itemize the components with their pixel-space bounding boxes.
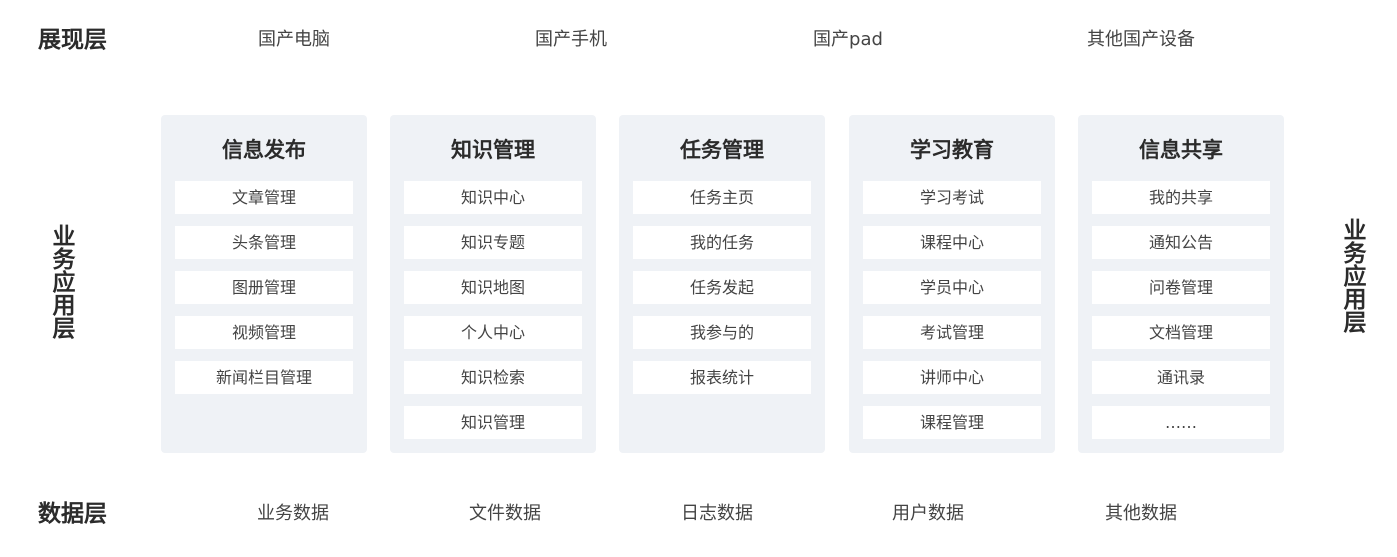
module-item[interactable]: 我的共享 [1092, 181, 1270, 214]
business-layer-label-left: 业务应用层 [52, 224, 76, 342]
module-item[interactable]: 知识管理 [404, 406, 582, 439]
module-info-sharing: 信息共享 我的共享 通知公告 问卷管理 文档管理 通讯录 …… [1078, 115, 1284, 453]
module-task-management: 任务管理 任务主页 我的任务 任务发起 我参与的 报表统计 [619, 115, 825, 453]
module-learning-education: 学习教育 学习考试 课程中心 学员中心 考试管理 讲师中心 课程管理 [849, 115, 1055, 453]
module-item[interactable]: 讲师中心 [863, 361, 1041, 394]
module-item[interactable]: 头条管理 [175, 226, 353, 259]
data-log: 日志数据 [681, 503, 753, 524]
module-item[interactable]: 我参与的 [633, 316, 811, 349]
module-title: 信息共享 [1139, 138, 1223, 162]
module-info-publish: 信息发布 文章管理 头条管理 图册管理 视频管理 新闻栏目管理 [161, 115, 367, 453]
device-domestic-phone: 国产手机 [535, 29, 607, 50]
module-item[interactable]: 问卷管理 [1092, 271, 1270, 304]
module-title: 任务管理 [680, 138, 764, 162]
data-file: 文件数据 [469, 503, 541, 524]
module-item[interactable]: 考试管理 [863, 316, 1041, 349]
module-item[interactable]: 知识地图 [404, 271, 582, 304]
module-item[interactable]: 新闻栏目管理 [175, 361, 353, 394]
device-domestic-pad: 国产pad [813, 29, 883, 50]
presentation-layer-label: 展现层 [38, 27, 107, 53]
module-item[interactable]: 任务主页 [633, 181, 811, 214]
module-item[interactable]: 报表统计 [633, 361, 811, 394]
module-item[interactable]: 学员中心 [863, 271, 1041, 304]
module-item[interactable]: 图册管理 [175, 271, 353, 304]
module-title: 知识管理 [451, 138, 535, 162]
module-item[interactable]: 个人中心 [404, 316, 582, 349]
module-item[interactable]: 知识专题 [404, 226, 582, 259]
module-item[interactable]: 任务发起 [633, 271, 811, 304]
module-item[interactable]: 课程中心 [863, 226, 1041, 259]
module-item[interactable]: 通知公告 [1092, 226, 1270, 259]
module-item[interactable]: 知识检索 [404, 361, 582, 394]
module-title: 学习教育 [910, 138, 994, 162]
module-item[interactable]: 文章管理 [175, 181, 353, 214]
module-item[interactable]: 文档管理 [1092, 316, 1270, 349]
data-other: 其他数据 [1105, 503, 1177, 524]
device-domestic-pc: 国产电脑 [258, 29, 330, 50]
business-layer-label-right: 业务应用层 [1343, 218, 1367, 336]
device-other-domestic: 其他国产设备 [1087, 29, 1195, 50]
module-item[interactable]: …… [1092, 406, 1270, 439]
module-item[interactable]: 知识中心 [404, 181, 582, 214]
module-item[interactable]: 学习考试 [863, 181, 1041, 214]
module-title: 信息发布 [222, 138, 306, 162]
module-knowledge-management: 知识管理 知识中心 知识专题 知识地图 个人中心 知识检索 知识管理 [390, 115, 596, 453]
module-item[interactable]: 视频管理 [175, 316, 353, 349]
data-user: 用户数据 [892, 503, 964, 524]
data-layer-label: 数据层 [38, 501, 107, 527]
module-item[interactable]: 我的任务 [633, 226, 811, 259]
data-business: 业务数据 [257, 503, 329, 524]
module-item[interactable]: 通讯录 [1092, 361, 1270, 394]
module-item[interactable]: 课程管理 [863, 406, 1041, 439]
